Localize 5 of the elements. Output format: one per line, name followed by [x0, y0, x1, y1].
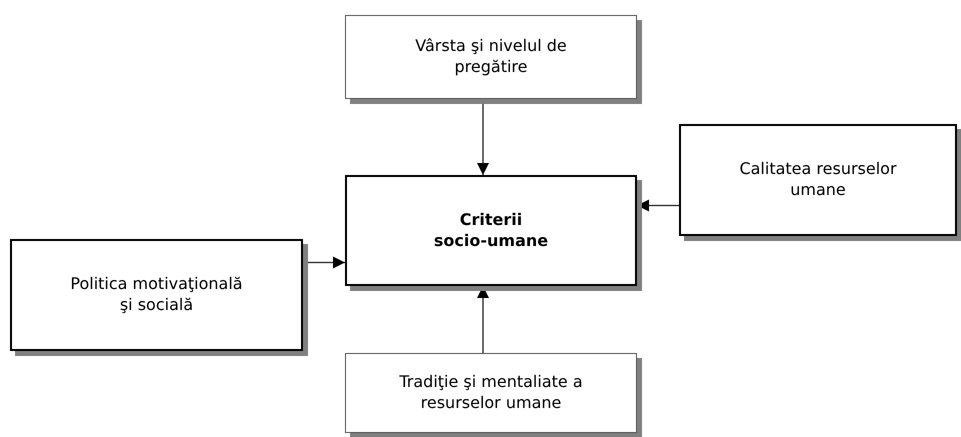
box-label: Tradiţie şi mentaliate a resurselor umane — [398, 372, 584, 414]
box-label: Calitatea resurselor umane — [738, 159, 898, 201]
box-label: Vârsta şi nivelul de pregătire — [414, 36, 568, 78]
box-label: Criterii socio-umane — [433, 210, 549, 252]
box-label: Politica motivaţională şi socială — [69, 274, 244, 316]
